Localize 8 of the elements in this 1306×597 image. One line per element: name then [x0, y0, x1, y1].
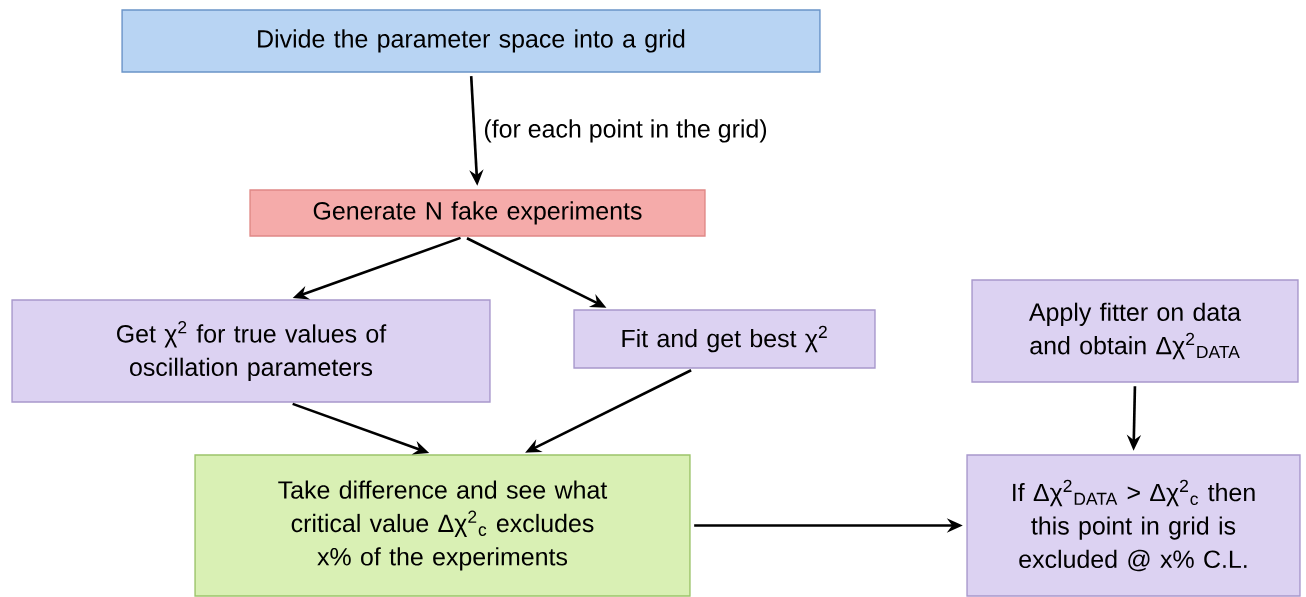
process-box: Divide the parameter space into a grid: [121, 9, 821, 73]
process-box: Fit and get best χ$^{2}$: [573, 309, 876, 369]
process-box: Apply fitter on data and obtain Δχ$^{2}$DATA: [971, 279, 1299, 383]
process-box: Get χ$^{2}$ for true values of oscillation parameters: [11, 299, 491, 403]
process-box: If Δχ$^{2}$$_{DATA}$ > Δχ$^{2}$$_{c}$ then this point in grid is excluded @ x% C.L.: [966, 454, 1301, 597]
process-box: Take difference and see what critical value Δχ$^{2}$$_{c}$ excludes x% of the experiments: [194, 454, 691, 597]
edge-label: (for each point in the grid): [481, 117, 770, 145]
process-box: Generate N fake experiments: [249, 189, 706, 237]
